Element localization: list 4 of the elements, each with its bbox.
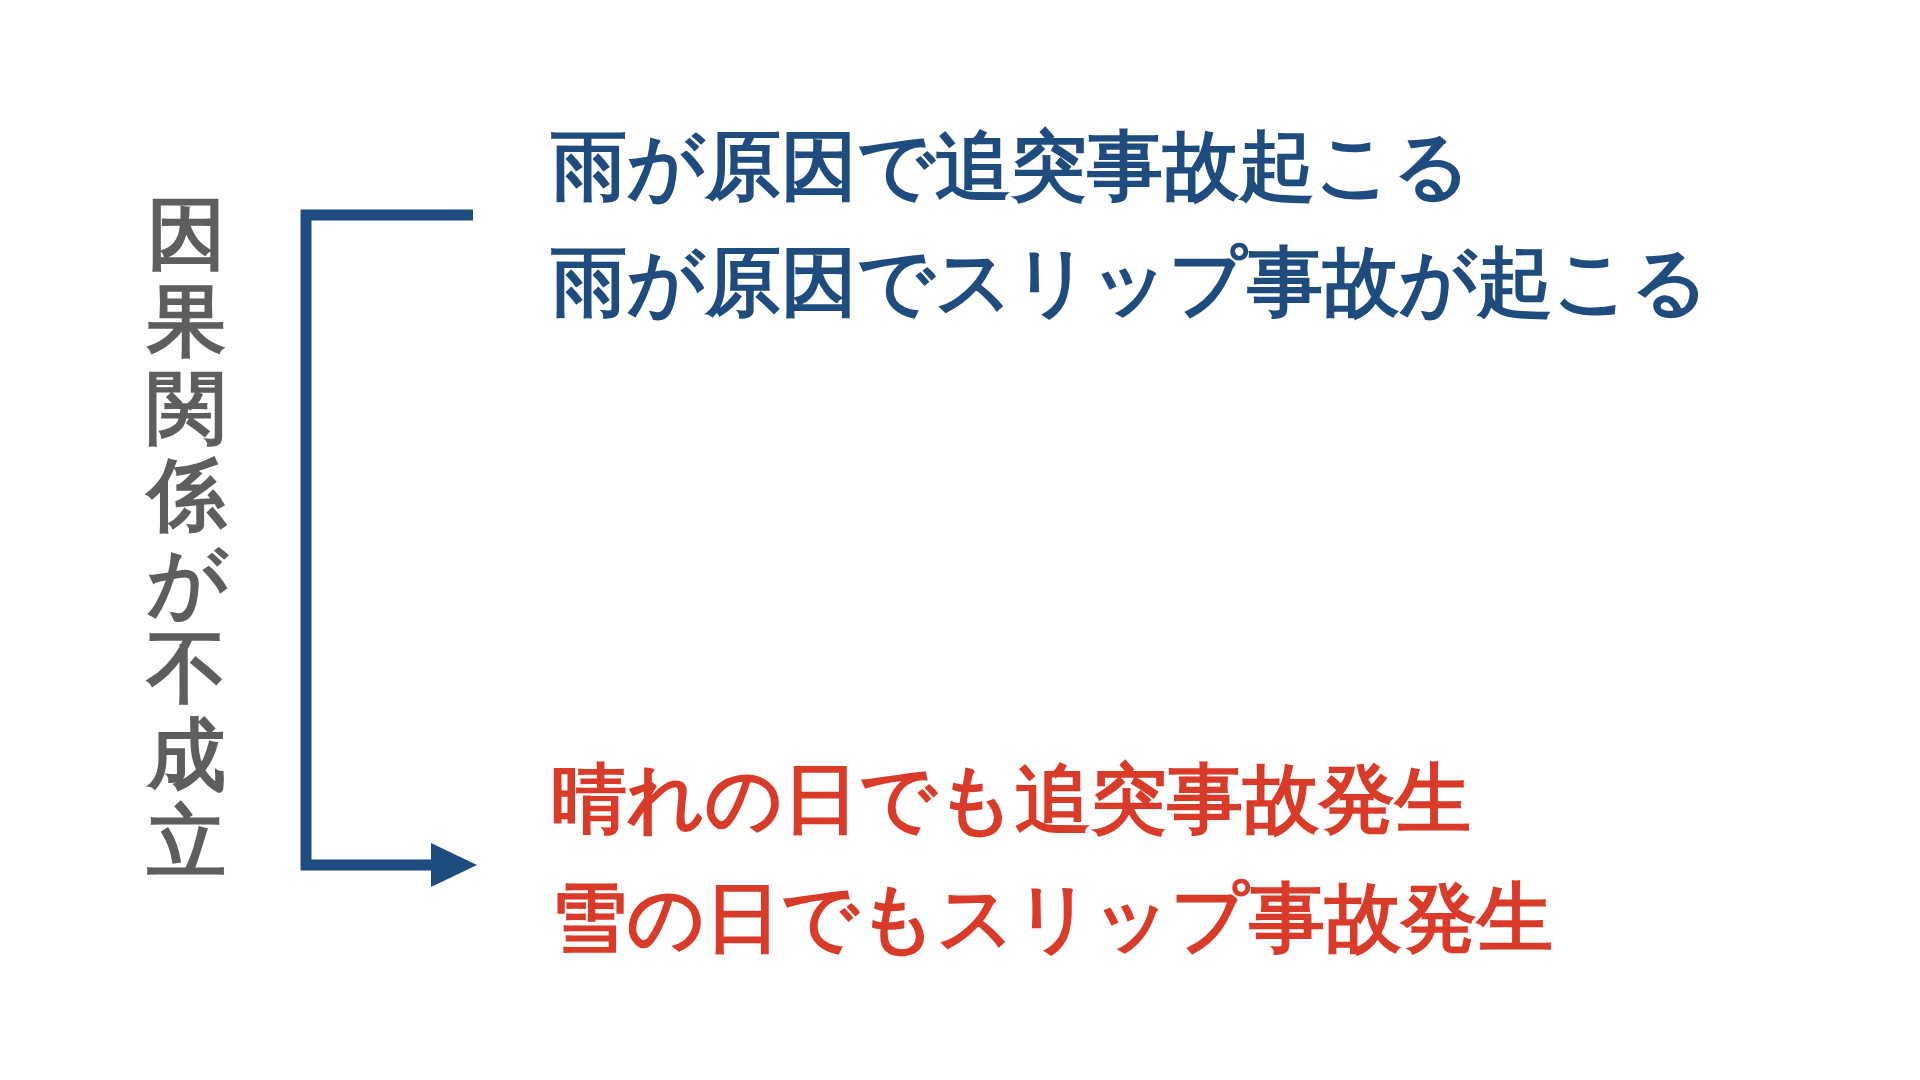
statement-text: 雨が原因で追突事故起こる xyxy=(551,120,1471,212)
statement-text: 晴れの日でも追突事故発生 xyxy=(551,753,1471,845)
statement-text: 雪の日でもスリップ事故発生 xyxy=(551,872,1553,964)
statement-text: 雨が原因でスリップ事故が起こる xyxy=(551,236,1709,328)
